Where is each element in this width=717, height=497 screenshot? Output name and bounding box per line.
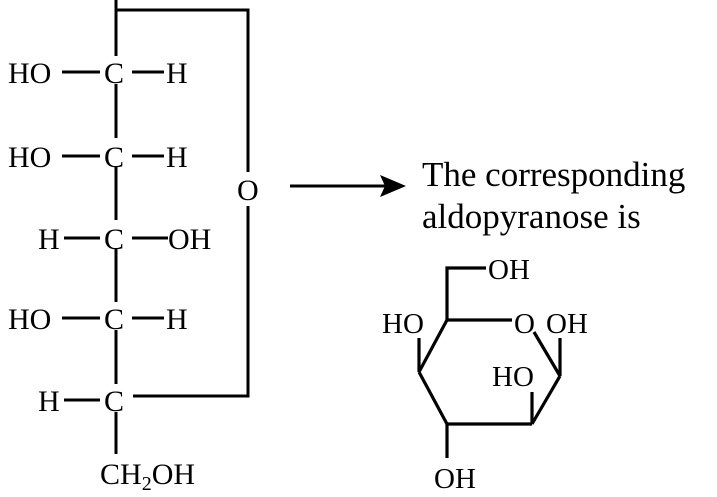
c3-left-label: HO xyxy=(8,141,51,174)
c2-left-label: HO xyxy=(8,57,51,90)
left-ho-label: HO xyxy=(382,308,424,340)
caption: The corresponding aldopyranose is xyxy=(422,155,685,236)
ring-bracket-bottom xyxy=(133,206,250,398)
ch2oh-label: CH2OH xyxy=(100,458,195,495)
c4-right-label: OH xyxy=(168,223,211,256)
arrow-head xyxy=(380,175,406,197)
anomeric-oh-label: OH xyxy=(546,308,588,340)
c5-left-label: HO xyxy=(8,303,51,336)
ring-bond-o-c1 xyxy=(532,331,562,377)
c6-center-label: C xyxy=(104,385,124,418)
c5-right-label: H xyxy=(166,303,188,336)
reaction-arrow xyxy=(290,175,406,197)
bottom-oh-label: OH xyxy=(434,463,476,495)
ring-oxygen-label: O xyxy=(237,174,259,207)
c5-center-label: C xyxy=(104,303,124,336)
c6-left-label: H xyxy=(38,385,60,418)
ring-bracket-top xyxy=(116,8,250,172)
ring-bond-c3-c4 xyxy=(417,371,449,425)
c4-center-label: C xyxy=(104,223,124,256)
ring-bond-c1-c2 xyxy=(530,375,562,425)
c2-center-label: C xyxy=(104,57,124,90)
ring-bond-c4-c5 xyxy=(417,319,449,373)
caption-line-2: aldopyranose is xyxy=(422,197,641,236)
ring-o-label: O xyxy=(514,308,535,340)
c3-right-label: H xyxy=(166,141,188,174)
ch2oh-bond xyxy=(445,266,486,320)
inner-ho-label: HO xyxy=(492,361,534,393)
caption-line-1: The corresponding xyxy=(422,155,685,194)
aldopyranose-structure: OH O OH HO HO OH xyxy=(382,254,588,495)
c4-left-label: H xyxy=(38,223,60,256)
fischer-projection: HO C H HO C H H C OH HO C H H C O CH2OH xyxy=(8,0,259,495)
c2-right-label: H xyxy=(166,57,188,90)
ch2oh-oh-label: OH xyxy=(488,254,530,286)
c3-center-label: C xyxy=(104,141,124,174)
